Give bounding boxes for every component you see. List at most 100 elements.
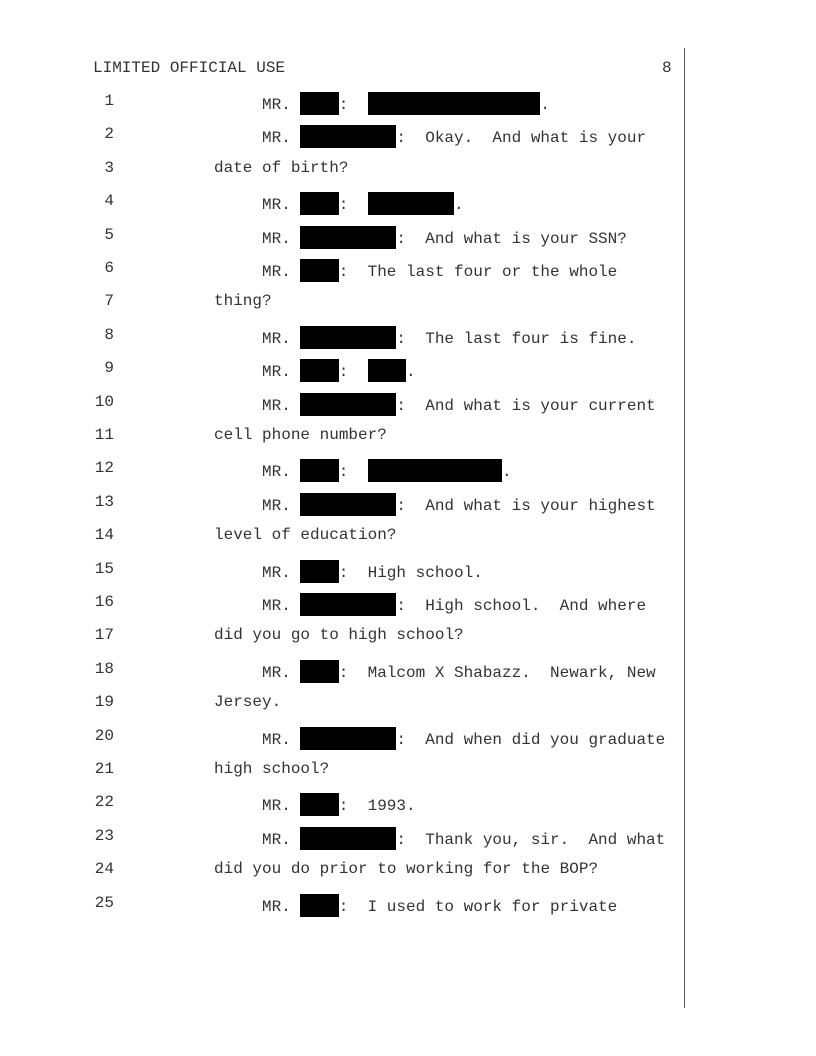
utterance-text: : The last four is fine. <box>396 329 637 348</box>
redacted-answer <box>367 359 406 383</box>
line-text: high school? <box>214 760 330 778</box>
line-number: 9 <box>104 359 114 378</box>
redacted-speaker-name <box>300 492 397 516</box>
speaker-title: MR. <box>262 830 301 849</box>
redacted-speaker-name <box>300 793 339 817</box>
transcript-line: 3 date of birth? <box>0 159 680 181</box>
utterance-text: : 1993. <box>338 797 416 816</box>
line-number: 1 <box>104 92 114 110</box>
redacted-answer <box>367 459 502 483</box>
utterance-text: : And what is your highest <box>396 496 656 515</box>
line-number: 12 <box>94 459 114 478</box>
transcript-line: 1 MR. : . <box>0 92 680 115</box>
line-number: 20 <box>94 726 114 745</box>
line-text: MR. : The last four is fine. <box>262 325 637 349</box>
line-number: 8 <box>104 325 114 344</box>
line-text: date of birth? <box>214 158 349 177</box>
transcript-line: 19 Jersey. <box>0 693 680 715</box>
transcript-line: 12 MR. : . <box>0 459 680 483</box>
redacted-speaker-name <box>300 659 339 683</box>
line-text: thing? <box>214 292 272 311</box>
classification-header: LIMITED OFFICIAL USE <box>93 59 286 77</box>
utterance-text: : Malcom X Shabazz. Newark, New <box>338 663 656 682</box>
utterance-text: : Okay. And what is your <box>396 129 647 148</box>
redacted-speaker-name <box>300 392 397 416</box>
transcript-line: 22 MR. : 1993. <box>0 793 680 817</box>
redacted-speaker-name <box>300 259 339 282</box>
utterance-text: : <box>338 96 368 114</box>
redacted-speaker-name <box>300 559 339 583</box>
page-number: 8 <box>662 59 672 77</box>
line-number: 16 <box>94 593 114 611</box>
speaker-title: MR. <box>262 797 301 816</box>
utterance-text: : And what is your SSN? <box>396 229 627 248</box>
speaker-title: MR. <box>262 329 301 348</box>
redacted-answer <box>367 192 454 216</box>
redacted-speaker-name <box>300 726 397 750</box>
speaker-title: MR. <box>262 229 301 248</box>
redacted-speaker-name <box>300 225 397 249</box>
line-text: MR. : 1993. <box>262 793 416 817</box>
line-number: 15 <box>94 559 114 578</box>
utterance-tail: . <box>540 96 551 114</box>
speaker-title: MR. <box>262 730 301 749</box>
utterance-text: : The last four or the whole <box>338 263 618 281</box>
line-number: 19 <box>94 693 114 712</box>
line-text: MR. : I used to work for private <box>262 893 617 917</box>
line-number: 17 <box>94 626 114 645</box>
speaker-title: MR. <box>262 897 301 916</box>
line-text: MR. : . <box>262 459 512 483</box>
line-number: 23 <box>94 826 114 845</box>
speaker-title: MR. <box>262 563 301 582</box>
utterance-text: : Thank you, sir. And what <box>396 830 666 849</box>
redacted-speaker-name <box>300 893 339 917</box>
redacted-speaker-name <box>300 325 397 349</box>
utterance-text: : And what is your current <box>396 396 656 415</box>
margin-rule <box>684 48 685 1008</box>
utterance-text: : <box>338 363 368 382</box>
utterance-text: : And when did you graduate <box>396 730 666 749</box>
speaker-title: MR. <box>262 496 301 515</box>
line-number: 24 <box>94 860 114 879</box>
redacted-speaker-name <box>300 459 339 483</box>
redacted-speaker-name <box>300 826 397 850</box>
line-number: 14 <box>94 526 114 545</box>
redacted-speaker-name <box>300 92 339 115</box>
line-number: 11 <box>94 426 114 444</box>
line-number: 22 <box>94 793 114 812</box>
speaker-title: MR. <box>262 196 301 215</box>
transcript-line: 15 MR. : High school. <box>0 559 680 583</box>
line-text: MR. : And what is your SSN? <box>262 225 627 249</box>
line-text: MR. : High school. <box>262 559 483 583</box>
transcript-line: 20 MR. : And when did you graduate <box>0 726 680 750</box>
line-number: 21 <box>94 760 114 778</box>
transcript-line: 23 MR. : Thank you, sir. And what <box>0 826 680 850</box>
line-number: 4 <box>104 192 114 211</box>
utterance-text: : <box>338 463 368 482</box>
speaker-title: MR. <box>262 463 301 482</box>
utterance-tail: . <box>454 196 464 215</box>
line-number: 18 <box>94 659 114 678</box>
speaker-title: MR. <box>262 129 301 148</box>
transcript-line: 8 MR. : The last four is fine. <box>0 325 680 349</box>
line-number: 3 <box>104 158 114 177</box>
line-text: MR. : . <box>262 92 550 115</box>
utterance-tail: . <box>502 463 512 482</box>
transcript-line: 21 high school? <box>0 760 680 782</box>
line-number: 25 <box>94 893 114 912</box>
speaker-title: MR. <box>262 263 301 281</box>
line-text: cell phone number? <box>214 426 387 444</box>
utterance-tail: . <box>406 363 416 382</box>
line-text: Jersey. <box>214 693 282 712</box>
line-text: MR. : Okay. And what is your <box>262 125 647 149</box>
